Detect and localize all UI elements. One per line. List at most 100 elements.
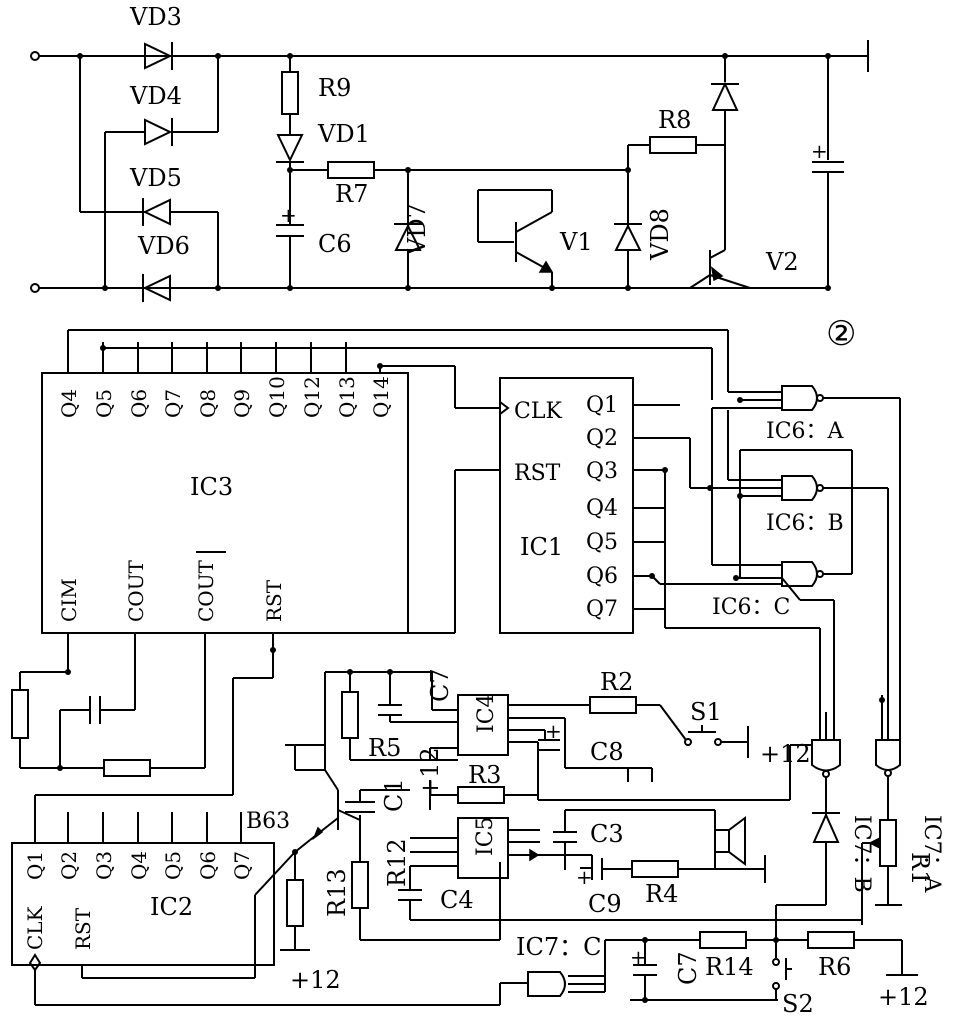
c9-label: C9	[588, 890, 622, 918]
ic4-body	[457, 694, 509, 756]
ic1-right-pin-5: Q6	[586, 564, 618, 589]
r9-label: R9	[318, 74, 351, 102]
ic6-c-gate	[781, 561, 818, 587]
s2-label: S2	[782, 990, 814, 1018]
r12-label: R12	[383, 838, 411, 887]
r12-resistor	[351, 861, 369, 909]
ic5-body	[457, 817, 509, 879]
v1-label: V1	[559, 228, 593, 256]
ic3-top-pin-4: Q8	[196, 389, 220, 418]
vd4-label: VD4	[129, 82, 182, 110]
c4-label: C4	[440, 886, 474, 914]
ic7-c-section: IC7：C + C7 R14 S2 R6 +12	[516, 920, 929, 1018]
c1-label: C1	[380, 778, 408, 812]
ic3-top-pin-3: Q7	[161, 389, 185, 418]
ic6-gates: IC6：A IC6：B IC6：C	[707, 330, 901, 740]
ic2-body	[11, 842, 275, 966]
r7-label: R7	[335, 180, 368, 208]
v2-protection-diode	[711, 81, 739, 111]
r1-label: R1	[906, 852, 934, 885]
plus12-d: +12	[878, 983, 929, 1011]
ic5-label: IC5	[473, 816, 498, 856]
ic3-top-pin-2: Q6	[127, 389, 151, 418]
driver-stage: R13 C1 +12 R3 R12	[280, 744, 538, 951]
figure-number: ②	[826, 314, 856, 354]
vd5-diode	[142, 198, 171, 226]
c7-label-a: C7	[426, 668, 454, 702]
osc-resistor-2	[103, 759, 151, 777]
ic2-label: IC2	[150, 893, 193, 921]
ic6-a-gate	[781, 385, 818, 411]
r13-label: R13	[323, 868, 351, 917]
vd6-diode	[142, 274, 171, 302]
c8-label: C8	[590, 738, 624, 766]
r5-resistor	[341, 691, 359, 739]
ic2-top-pin-4: Q5	[161, 851, 185, 880]
ic7-a-label: IC7：A	[919, 815, 944, 894]
ic3-top-pin-6: Q10	[265, 376, 289, 418]
ic6-c-label: IC6：C	[712, 595, 790, 620]
ic2-top-pin-1: Q2	[57, 851, 81, 880]
vd3-label: VD3	[129, 3, 182, 31]
ic1-right-pin-2: Q3	[586, 459, 618, 484]
ic7-c-gate	[527, 971, 566, 997]
r7-resistor	[327, 161, 375, 179]
osc-resistor-1	[11, 689, 29, 739]
ic3-label: IC3	[190, 473, 233, 501]
ic1-pin-rst: RST	[514, 461, 561, 486]
ic2-top-pin-3: Q4	[127, 851, 151, 880]
r6-label: R6	[818, 953, 851, 981]
svg-text:+: +	[280, 203, 297, 227]
ic3-top-pin-7: Q12	[300, 376, 324, 418]
r14-label: R14	[705, 953, 754, 981]
ic1-right-pin-6: Q7	[586, 597, 618, 622]
power-supply-circuit: VD3 VD4 VD5 VD6 + R9 VD1 C6 R7 VD7	[30, 3, 869, 302]
ic4-section: IC4 R5 C7 R2 S1 +12	[324, 668, 811, 800]
svg-text:+: +	[811, 139, 828, 163]
r4-label: R4	[645, 880, 678, 908]
ic3-top-pin-0: Q4	[57, 389, 81, 418]
ic3-top-pin-5: Q9	[230, 389, 254, 418]
r8-label: R8	[658, 106, 691, 134]
ic5-section: IC5 C4 C3 + C9 R4	[398, 809, 862, 921]
ic2-pin-clk: CLK	[23, 905, 47, 950]
speaker-icon	[714, 829, 730, 853]
plus12-ic2: +12	[290, 966, 341, 994]
vd8-zener	[614, 223, 642, 251]
ic2-top-pin-2: Q3	[92, 851, 116, 880]
ic2-top-pin-6: Q7	[230, 851, 254, 880]
c7-label-b: C7	[674, 951, 702, 985]
s1-label: S1	[690, 698, 722, 726]
r6-resistor	[807, 931, 855, 949]
ic2-pin-rst: RST	[71, 907, 95, 950]
ic3-oscillator	[11, 669, 205, 777]
v2-label: V2	[765, 248, 799, 276]
svg-text:+: +	[630, 945, 647, 969]
ic6-a-label: IC6：A	[766, 419, 845, 444]
r5-label: R5	[368, 734, 401, 762]
ic1-right-pin-1: Q2	[586, 426, 618, 451]
c6-label: C6	[318, 230, 352, 258]
ic7-gates: IC7：A IC7：B R1	[538, 695, 944, 945]
terminal-top-left	[30, 51, 40, 61]
r9-resistor	[281, 71, 299, 115]
ic3-bottom-pin-3: RST	[262, 579, 286, 622]
ic1-pin-clk: CLK	[514, 399, 562, 424]
r2-label: R2	[600, 668, 633, 696]
r14-resistor	[699, 931, 747, 949]
svg-text:+: +	[576, 865, 593, 889]
ic7-a-gate	[875, 739, 901, 771]
ic2-top-pin-5: Q6	[196, 851, 220, 880]
vd8-label: VD8	[646, 208, 674, 261]
vd1-label: VD1	[317, 120, 370, 148]
r3-label: R3	[468, 761, 501, 789]
r2-resistor	[589, 696, 637, 714]
ic3-bottom-pin-1: COUT	[124, 559, 148, 622]
